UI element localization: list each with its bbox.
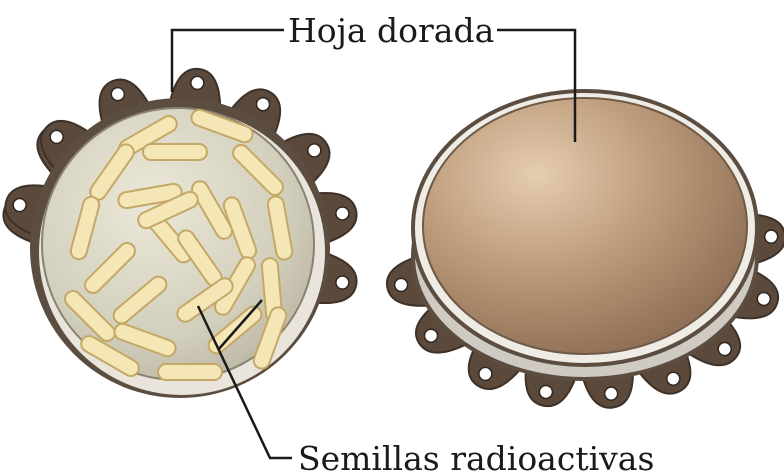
suture-hole — [308, 144, 321, 157]
suture-hole — [336, 276, 349, 289]
suture-hole — [111, 88, 124, 101]
suture-hole — [395, 278, 408, 291]
suture-hole — [539, 385, 552, 398]
suture-hole — [424, 329, 437, 342]
suture-hole — [718, 343, 731, 356]
suture-hole — [765, 230, 778, 243]
label-radioactive-seeds: Semillas radioactivas — [298, 439, 654, 475]
radioactive-seed — [158, 364, 222, 380]
suture-hole — [336, 207, 349, 220]
suture-hole — [757, 292, 770, 305]
radioactive-seed — [143, 144, 207, 160]
plaque-exterior — [387, 91, 784, 408]
suture-hole — [191, 76, 204, 89]
gold-foil — [423, 98, 747, 354]
suture-hole — [13, 199, 26, 212]
plaque-interior — [3, 69, 356, 398]
suture-hole — [50, 130, 63, 143]
label-gold-foil: Hoja dorada — [288, 11, 494, 50]
suture-hole — [605, 387, 618, 400]
suture-hole — [257, 98, 270, 111]
suture-hole — [479, 367, 492, 380]
suture-hole — [667, 372, 680, 385]
